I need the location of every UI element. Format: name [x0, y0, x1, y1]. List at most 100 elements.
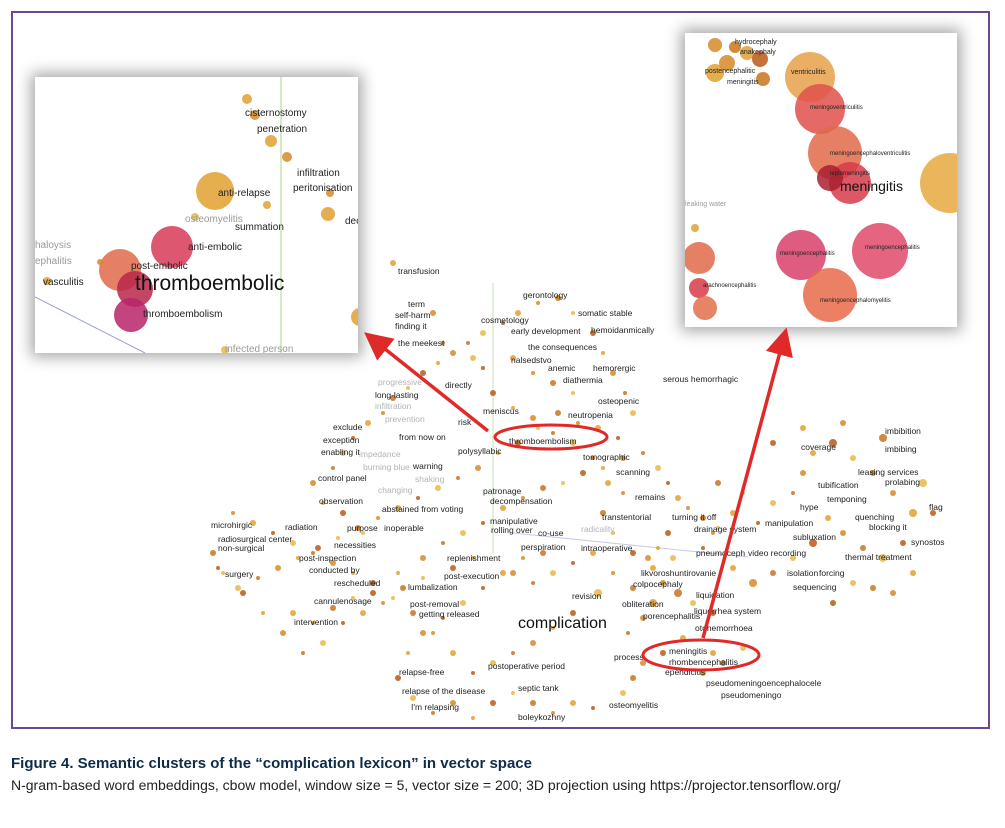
scatter-point — [391, 596, 395, 600]
scatter-point — [221, 346, 229, 353]
scatter-point — [450, 650, 456, 656]
scatter-point — [511, 691, 515, 695]
scatter-point — [351, 436, 355, 440]
scatter-point — [420, 555, 426, 561]
scatter-point — [336, 536, 340, 540]
scatter-point — [700, 670, 706, 676]
scatter-point — [580, 470, 586, 476]
scatter-point — [665, 530, 671, 536]
scatter-point — [410, 695, 416, 701]
highlight-ellipse — [641, 638, 761, 672]
scatter-label: somatic stable — [578, 308, 633, 318]
scatter-label: co-use — [538, 528, 564, 538]
scatter-point — [511, 406, 515, 410]
scatter-point — [740, 46, 754, 60]
scatter-point — [730, 565, 736, 571]
scatter-label: progressive — [378, 377, 422, 387]
scatter-point — [620, 455, 626, 461]
scatter-point — [490, 660, 496, 666]
scatter-label: colpocephaly — [633, 579, 683, 589]
scatter-point — [650, 565, 656, 571]
main-label-complication: complication — [518, 615, 607, 632]
scatter-point — [840, 530, 846, 536]
scatter-point — [282, 152, 292, 162]
scatter-point — [515, 440, 521, 446]
scatter-point — [310, 480, 316, 486]
scatter-label: gerontology — [523, 290, 568, 300]
scatter-label: postoperative period — [488, 661, 566, 671]
scatter-point — [690, 600, 696, 606]
scatter-point — [630, 550, 636, 556]
inset-right-label: leptomeningitis — [830, 171, 871, 177]
scatter-point — [151, 226, 193, 268]
scatter-point — [626, 631, 630, 635]
scatter-point — [870, 470, 876, 476]
scatter-point — [530, 700, 536, 706]
scatter-label: non-surgical — [218, 543, 265, 553]
scatter-point — [280, 630, 286, 636]
scatter-label: thermal treatment — [845, 552, 912, 562]
scatter-point — [890, 490, 896, 496]
scatter-label: nalsedstvo — [511, 355, 552, 365]
scatter-point — [351, 571, 355, 575]
highlight-label: meningitis — [669, 646, 708, 656]
scatter-point — [601, 466, 605, 470]
scatter-label: scanning — [616, 467, 651, 477]
scatter-point — [216, 566, 220, 570]
scatter-point — [235, 585, 241, 591]
scatter-point — [571, 391, 575, 395]
scatter-point — [666, 481, 670, 485]
scatter-point — [594, 589, 602, 597]
scatter-point — [475, 465, 481, 471]
figure-caption-text: N-gram-based word embeddings, cbow model… — [11, 777, 841, 793]
scatter-point — [466, 341, 470, 345]
scatter-point — [576, 421, 580, 425]
scatter-point — [590, 330, 596, 336]
scatter-label: pseudomeningoencephalocele — [706, 678, 822, 688]
scatter-point — [655, 465, 661, 471]
scatter-label: quenching — [855, 512, 895, 522]
scatter-point — [390, 395, 396, 401]
scatter-point — [250, 110, 260, 120]
scatter-point — [756, 521, 760, 525]
scatter-point — [470, 355, 476, 361]
scatter-point — [301, 651, 305, 655]
scatter-point — [800, 470, 806, 476]
scatter-point — [376, 516, 380, 520]
scatter-point — [421, 576, 425, 580]
scatter-point — [611, 531, 615, 535]
scatter-point — [117, 271, 153, 307]
scatter-label: the consequences — [528, 342, 597, 352]
scatter-point — [406, 651, 410, 655]
scatter-label: the meekest — [398, 338, 445, 348]
scatter-point — [450, 700, 456, 706]
scatter-point — [591, 456, 595, 460]
scatter-label: inoperable — [384, 523, 424, 533]
scatter-point — [351, 308, 358, 326]
inset-left-plot — [35, 77, 358, 353]
scatter-label: coverage — [801, 442, 836, 452]
scatter-label: patronage — [483, 486, 522, 496]
scatter-label: forcing — [819, 568, 845, 578]
scatter-label: relapse-free — [399, 667, 445, 677]
scatter-label: likvoroshuntirovanie — [641, 568, 717, 578]
inset-right-label: meningitis — [727, 79, 759, 86]
scatter-label: directly — [445, 380, 472, 390]
scatter-point — [840, 420, 846, 426]
scatter-point — [351, 596, 355, 600]
scatter-point — [436, 361, 440, 365]
scatter-point — [852, 223, 908, 279]
scatter-point — [660, 580, 666, 586]
scatter-point — [450, 350, 456, 356]
scatter-point — [795, 84, 845, 134]
inset-right-plot — [685, 38, 957, 322]
scatter-point — [481, 586, 485, 590]
scatter-point — [729, 41, 741, 53]
scatter-point — [540, 550, 546, 556]
scatter-point — [803, 268, 857, 322]
scatter-point — [361, 531, 365, 535]
scatter-label: septic tank — [518, 683, 559, 693]
scatter-point — [263, 201, 271, 209]
scatter-point — [879, 434, 887, 442]
